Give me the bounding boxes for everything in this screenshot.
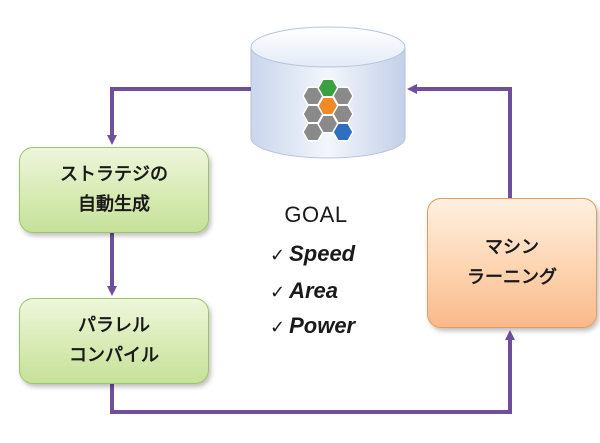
checkmark-icon: ✓ (270, 282, 286, 303)
arrow-db-to-strategy (107, 87, 251, 145)
machine-learning-box: マシン ラーニング (427, 198, 597, 328)
goal-item-label: Speed (289, 241, 356, 266)
arrow-ml-to-db (407, 84, 512, 198)
goal-item-speed: ✓Speed (270, 241, 355, 267)
goal-item-power: ✓Power (270, 313, 355, 339)
ml-box-line1: マシン (485, 237, 539, 258)
goal-item-label: Area (289, 278, 339, 303)
goal-item-area: ✓Area (270, 278, 338, 304)
strategy-box-line2: 自動生成 (78, 194, 150, 215)
goal-item-label: Power (289, 313, 356, 338)
hex-blue (332, 122, 354, 142)
checkmark-icon: ✓ (270, 317, 286, 338)
ml-box-line2: ラーニング (467, 267, 557, 288)
parallel-box-line2: コンパイル (69, 345, 159, 366)
parallel-box-line1: パラレル (78, 315, 150, 336)
strategy-generation-box: ストラテジの 自動生成 (19, 147, 209, 233)
arrow-parallel-to-ml (110, 330, 515, 414)
parallel-compile-box: パラレル コンパイル (19, 298, 209, 384)
checkmark-icon: ✓ (270, 245, 286, 266)
goal-title: GOAL (284, 202, 348, 227)
strategy-box-line1: ストラテジの (60, 164, 168, 185)
hexagon-cluster-icon (302, 78, 354, 142)
